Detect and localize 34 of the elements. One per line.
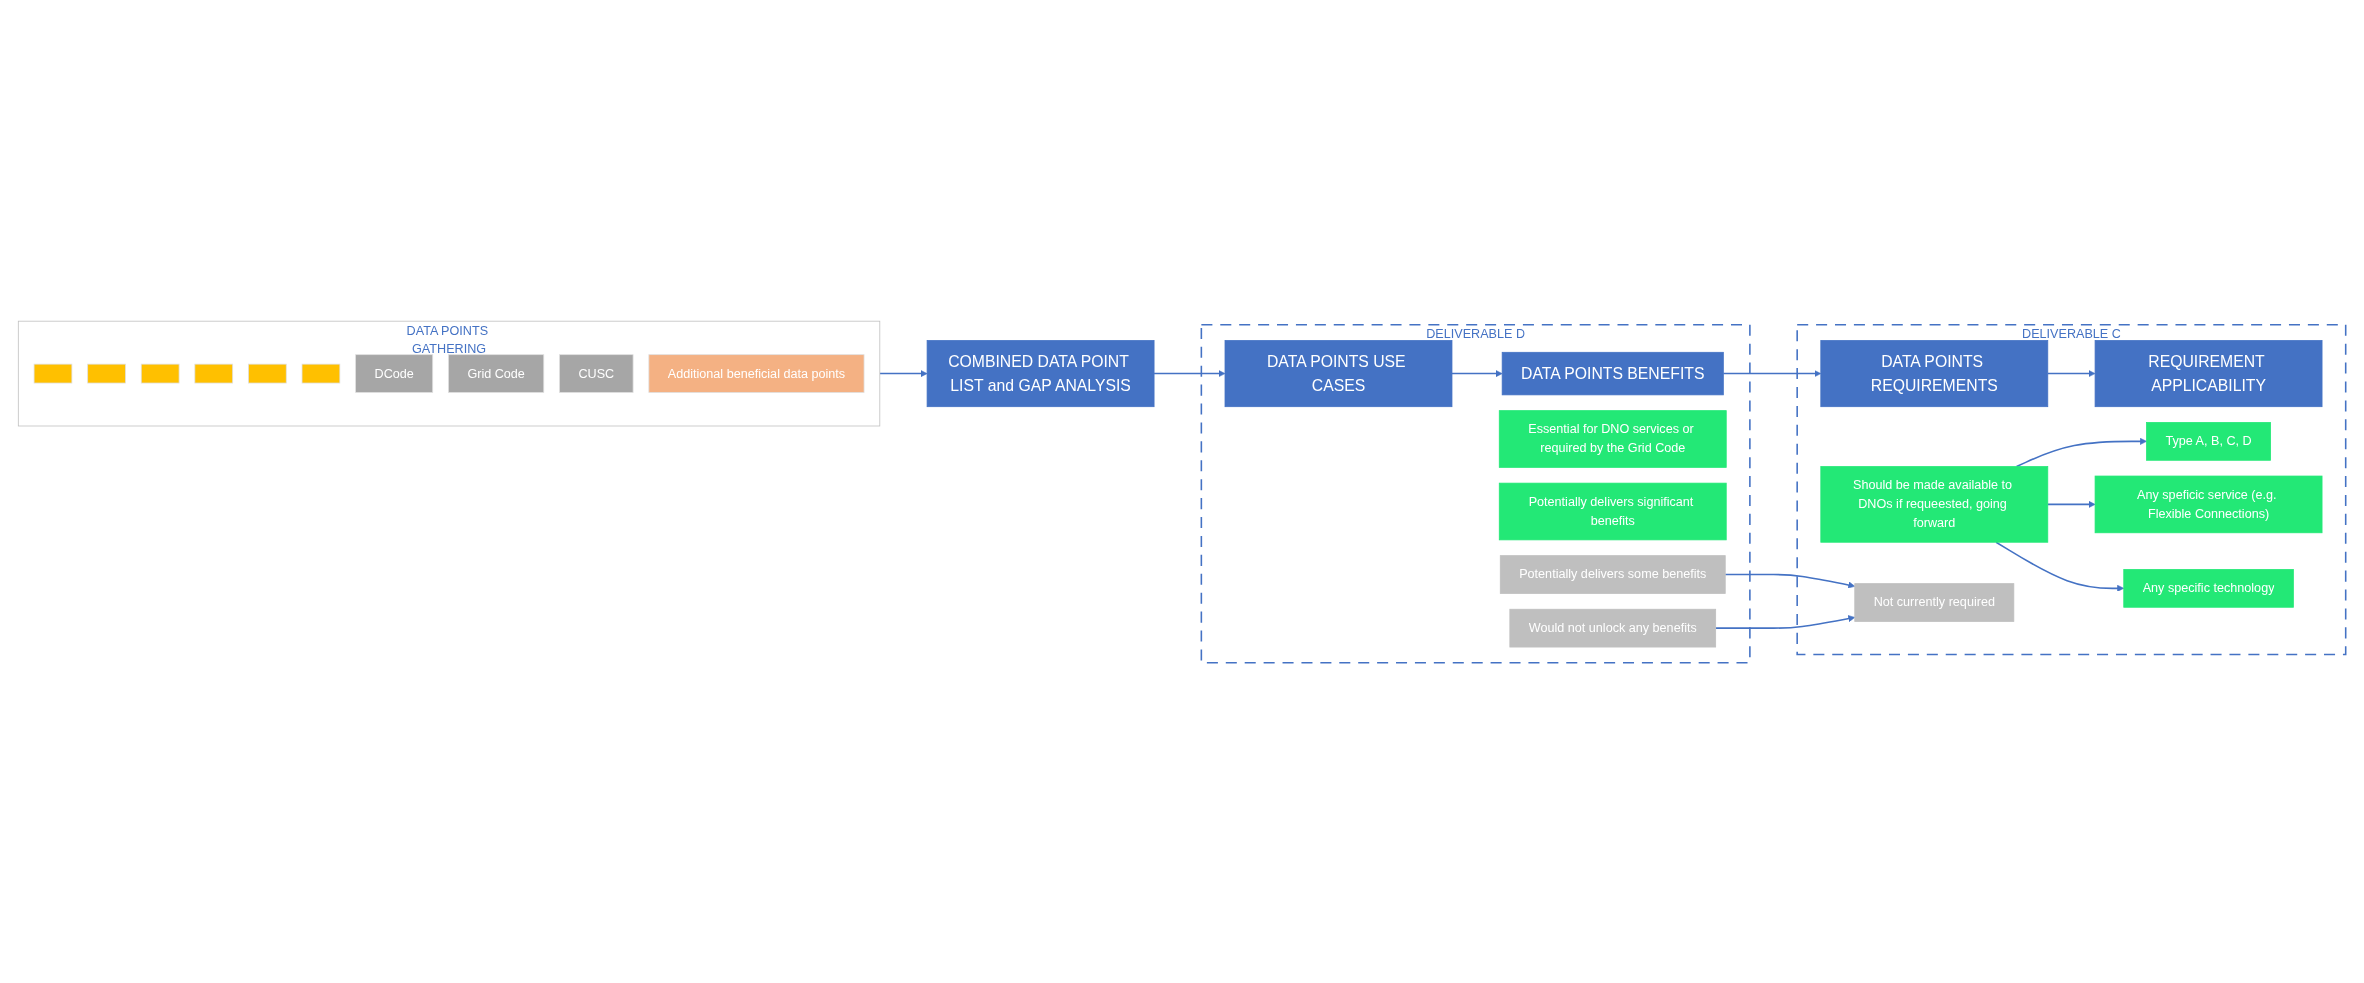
node-box: Not currently required	[1854, 582, 2015, 622]
node-box	[248, 363, 287, 383]
node-box: Grid Code	[448, 353, 545, 393]
node-box	[301, 363, 341, 383]
node-box: CUSC	[559, 353, 634, 393]
node-box	[33, 363, 73, 383]
node-box: REQUIREMENT APPLICABILITY	[2094, 339, 2323, 407]
arrow	[879, 369, 928, 377]
node-box: Any speficic service (e.g. Flexible Connections)	[2094, 475, 2323, 533]
node-box	[194, 363, 234, 383]
arrow	[2047, 369, 2096, 377]
node-box: Should be made available to DNOs if requeested, going forward	[1820, 465, 2049, 543]
node-box	[140, 363, 180, 383]
node-box: DATA POINTS REQUIREMENTS	[1820, 339, 2049, 407]
node-box: Would not unlock any benefits	[1509, 608, 1717, 647]
node-box: DATA POINTS BENEFITS	[1501, 351, 1724, 395]
arrow	[1995, 540, 2125, 592]
node-box: Potentially delivers significant benefits	[1498, 482, 1727, 540]
node-box: DATA POINTS USE CASES	[1224, 339, 1453, 407]
arrow	[2015, 437, 2147, 467]
node-box: Essential for DNO services or required by the Grid Code	[1498, 409, 1727, 468]
node-box: DCode	[355, 353, 434, 393]
arrow	[1722, 369, 1822, 377]
arrow	[2047, 500, 2096, 508]
arrow	[1451, 369, 1503, 377]
node-box: Any specific technology	[2123, 568, 2294, 608]
node-box: Additional beneficial data points	[648, 353, 865, 393]
node-box	[87, 363, 126, 383]
node-box: COMBINED DATA POINT LIST and GAP ANALYSIS	[926, 339, 1155, 407]
node-box: Potentially delivers some benefits	[1499, 554, 1726, 594]
arrow	[1153, 369, 1226, 377]
node-box: Type A, B, C, D	[2146, 421, 2271, 461]
arrow	[1724, 573, 1856, 588]
arrow	[1714, 614, 1856, 629]
